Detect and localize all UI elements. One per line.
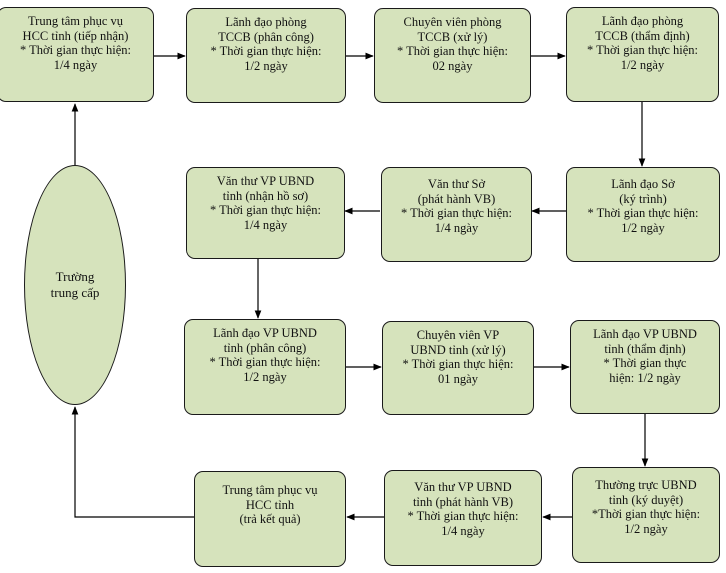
node-text: tỉnh (phân công) bbox=[223, 340, 307, 355]
step-department-clerk-issue: Văn thư Sở (phát hành VB) * Thời gian th… bbox=[381, 167, 532, 262]
step-tccb-specialist-process: Chuyên viên phòng TCCB (xử lý) * Thời gi… bbox=[374, 8, 531, 103]
node-text: Lãnh đạo phòng bbox=[225, 15, 307, 29]
node-text: 1/2 ngày bbox=[624, 521, 668, 536]
node-text: Lãnh đạo phòng bbox=[601, 14, 684, 28]
node-text: Văn thư Sở bbox=[427, 177, 486, 191]
node-text: * Thời gian thực hiện: bbox=[407, 509, 519, 523]
node-text: * Thời gian thực hiện: bbox=[210, 44, 322, 58]
node-text: * Thời gian thực hiện: bbox=[396, 44, 509, 58]
step-office-leader-assign: Lãnh đạo VP UBND tỉnh (phân công) * Thời… bbox=[184, 319, 346, 415]
school-label: Trường bbox=[55, 269, 95, 284]
node-text: Lãnh đạo VP UBND bbox=[593, 327, 697, 341]
node-text: Thường trực UBND bbox=[595, 478, 697, 492]
node-text: 1/2 ngày bbox=[621, 220, 665, 235]
node-text: * Thời gian thực hiện: bbox=[209, 355, 321, 369]
node-text: Chuyên viên VP bbox=[416, 328, 500, 342]
arrow-n13-school bbox=[71, 406, 194, 518]
node-text: HCC tỉnh (tiếp nhận) bbox=[22, 28, 129, 43]
step-tccb-leader-assign: Lãnh đạo phòng TCCB (phân công) * Thời g… bbox=[186, 8, 346, 103]
node-text: tỉnh (thẩm định) bbox=[604, 341, 686, 356]
node-text: tỉnh (nhận hồ sơ) bbox=[222, 188, 309, 203]
node-text: HCC tỉnh bbox=[245, 497, 295, 512]
node-text: * Thời gian thực hiện: bbox=[586, 43, 699, 57]
node-text: * Thời gian thực hiện: bbox=[400, 206, 513, 220]
node-text: 1/2 ngày bbox=[244, 58, 288, 73]
step-department-leader-sign: Lãnh đạo Sở (ký trình) * Thời gian thực … bbox=[566, 167, 720, 262]
node-text: Trung tâm phục vụ bbox=[222, 483, 318, 497]
node-text: Văn thư VP UBND bbox=[414, 480, 512, 494]
node-text: Lãnh đạo Sở bbox=[611, 177, 675, 191]
node-text: TCCB (phân công) bbox=[218, 29, 314, 44]
node-text: TCCB (xử lý) bbox=[417, 29, 488, 44]
node-text: * Thời gian thực hiện: bbox=[19, 43, 132, 57]
node-text: Văn thư VP UBND bbox=[216, 174, 315, 188]
node-text: 1/2 ngày bbox=[243, 369, 287, 384]
node-text: TCCB (thẩm định) bbox=[595, 28, 690, 43]
step-standing-committee-approve: Thường trực UBND tỉnh (ký duyệt) *Thời g… bbox=[572, 467, 720, 563]
step-office-leader-review: Lãnh đạo VP UBND tỉnh (thẩm định) * Thời… bbox=[570, 320, 720, 414]
node-text: 01 ngày bbox=[438, 371, 478, 386]
node-text: 1/4 ngày bbox=[53, 57, 98, 72]
node-text: Trung tâm phục vụ bbox=[27, 14, 124, 28]
node-text: * Thời gian thực hiện: bbox=[209, 203, 322, 217]
node-text: hiện: 1/2 ngày bbox=[609, 370, 681, 385]
node-text: Lãnh đạo VP UBND bbox=[213, 326, 317, 340]
node-text: (trả kết quả) bbox=[239, 512, 301, 526]
step-tccb-leader-review: Lãnh đạo phòng TCCB (thẩm định) * Thời g… bbox=[566, 7, 719, 102]
step-hcc-return-result: Trung tâm phục vụ HCC tỉnh (trả kết quả) bbox=[194, 471, 346, 567]
node-text: tỉnh (phát hành VB) bbox=[412, 494, 514, 509]
node-text: * Thời gian thực hiện: bbox=[402, 357, 514, 371]
node-text: 02 ngày bbox=[432, 58, 473, 73]
node-text: Chuyên viên phòng bbox=[403, 15, 502, 29]
school-label: trung cấp bbox=[50, 285, 100, 300]
node-text: * Thời gian thực hiện: bbox=[587, 206, 699, 220]
node-text: 1/4 ngày bbox=[243, 217, 288, 232]
step-hcc-receive: Trung tâm phục vụ HCC tỉnh (tiếp nhận) *… bbox=[0, 7, 154, 102]
node-text: * Thời gian thực bbox=[603, 356, 687, 370]
node-text: tỉnh (ký duyệt) bbox=[608, 492, 684, 507]
node-text: *Thời gian thực hiện: bbox=[591, 507, 701, 521]
school-ellipse: Trường trung cấp bbox=[24, 165, 126, 405]
node-text: UBND tỉnh (xử lý) bbox=[410, 342, 506, 357]
step-office-specialist-process: Chuyên viên VP UBND tỉnh (xử lý) * Thời … bbox=[382, 321, 534, 415]
step-office-clerk-issue: Văn thư VP UBND tỉnh (phát hành VB) * Th… bbox=[384, 470, 542, 566]
node-text: 1/4 ngày bbox=[441, 523, 485, 538]
step-office-clerk-receive: Văn thư VP UBND tỉnh (nhận hồ sơ) * Thời… bbox=[186, 167, 345, 259]
node-text: 1/2 ngày bbox=[620, 57, 665, 72]
node-text: (ký trình) bbox=[619, 191, 667, 206]
node-text: (phát hành VB) bbox=[417, 191, 496, 206]
node-text: 1/4 ngày bbox=[434, 220, 479, 235]
